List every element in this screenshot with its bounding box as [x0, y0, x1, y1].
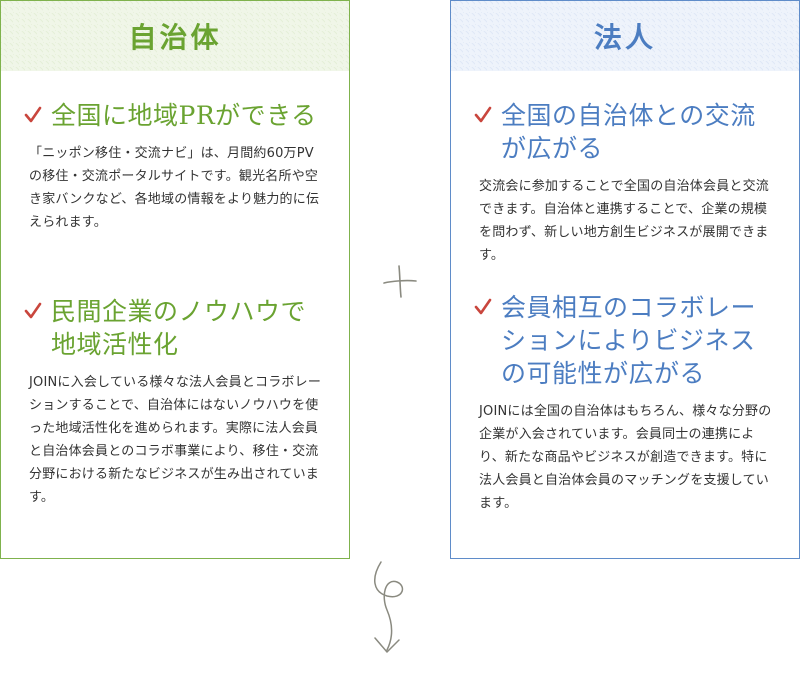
benefit-description: 「ニッポン移住・交流ナビ」は、月間約60万PVの移住・交流ポータルサイトです。観…: [29, 146, 320, 230]
benefit-heading-text: 全国に地域PRができる: [51, 101, 317, 130]
corporate-panel: 法人 全国の自治体との交流が広がる 交流会に参加することで全国の自治体会員と交流…: [450, 0, 800, 559]
check-icon: [24, 106, 42, 123]
benefit-heading-text: 全国の自治体との交流が広がる: [501, 101, 756, 163]
check-icon: [474, 106, 492, 123]
benefit-description: JOINに入会している様々な法人会員とコラボレーションすることで、自治体にはない…: [29, 375, 322, 505]
check-icon: [24, 302, 42, 319]
benefit-item: 全国の自治体との交流が広がる 交流会に参加することで全国の自治体会員と交流できま…: [473, 99, 777, 267]
benefit-heading: 会員相互のコラボレーションによりビジネスの可能性が広がる: [473, 291, 777, 390]
panel-title-corporate: 法人: [451, 1, 799, 71]
benefit-description: JOINには全国の自治体はもちろん、様々な分野の企業が入会されています。会員同士…: [479, 404, 772, 511]
check-icon: [474, 298, 492, 315]
benefit-heading: 民間企業のノウハウで地域活性化: [23, 295, 327, 361]
panel-title-local-government: 自治体: [1, 1, 349, 71]
curly-down-arrow-icon: [374, 561, 404, 653]
benefit-description: 交流会に参加することで全国の自治体会員と交流できます。自治体と連携することで、企…: [479, 179, 770, 263]
benefit-heading-text: 会員相互のコラボレーションによりビジネスの可能性が広がる: [501, 293, 757, 388]
benefit-heading-text: 民間企業のノウハウで地域活性化: [51, 297, 307, 359]
plus-icon: [383, 265, 417, 298]
benefit-item: 民間企業のノウハウで地域活性化 JOINに入会している様々な法人会員とコラボレー…: [23, 295, 327, 509]
benefit-item: 全国に地域PRができる 「ニッポン移住・交流ナビ」は、月間約60万PVの移住・交…: [23, 99, 327, 234]
benefit-heading: 全国に地域PRができる: [23, 99, 327, 132]
benefit-item: 会員相互のコラボレーションによりビジネスの可能性が広がる JOINには全国の自治…: [473, 291, 777, 515]
local-government-panel: 自治体 全国に地域PRができる 「ニッポン移住・交流ナビ」は、月間約60万PVの…: [0, 0, 350, 559]
benefit-heading: 全国の自治体との交流が広がる: [473, 99, 777, 165]
